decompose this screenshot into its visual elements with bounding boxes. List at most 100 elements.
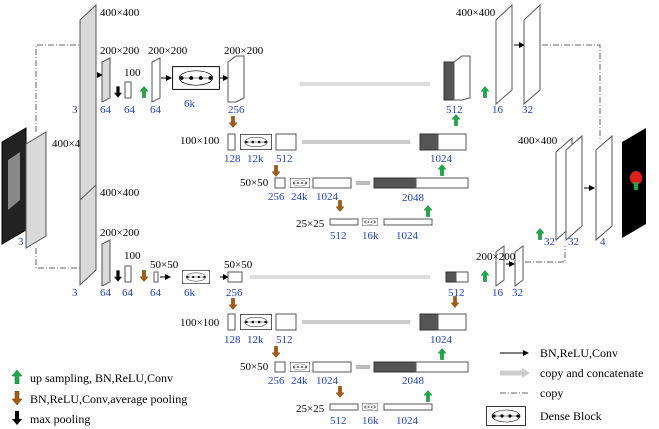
enc-top-size-100: 100 — [124, 67, 141, 79]
legend-up-icon — [12, 370, 22, 384]
dense-block-top-2 — [240, 133, 272, 151]
up-arrow-top-dec-1 — [424, 205, 432, 217]
up-arrow-top-dec-4 — [481, 86, 489, 98]
dense-block-top-4 — [362, 218, 378, 226]
dec-bot-panel-32 — [514, 245, 524, 287]
enc-top-ch-512: 512 — [276, 153, 293, 165]
dec-top-panel-32 — [523, 3, 541, 106]
enc-top-ch-24k: 24k — [291, 191, 308, 203]
down-arrow-top-1 — [229, 116, 237, 128]
enc-bot-block-128 — [227, 313, 236, 331]
dec-bot-size-200: 200×200 — [476, 251, 516, 263]
dense-block-bot-3 — [290, 362, 310, 372]
enc-bot-size-50c: 50×50 — [240, 361, 269, 373]
enc-top-ch-16k: 16k — [362, 230, 379, 242]
enc-top-ch-128: 128 — [224, 153, 241, 165]
legend-copycat-label: copy and concatenate — [540, 366, 643, 380]
dense-block-bot-2 — [240, 313, 272, 331]
down-arrow-top-2 — [272, 165, 280, 177]
dec-bot-ch-16: 16 — [492, 287, 504, 299]
up-arrow-bot-dec-1 — [424, 390, 432, 402]
enc-top-block-256b — [274, 177, 286, 189]
enc-bot-size-100x100: 100×100 — [180, 317, 220, 329]
enc-top-size-25: 25×25 — [296, 218, 325, 230]
up-arrow-top-enc — [140, 86, 148, 98]
enc-bot-size-400: 400×400 — [100, 187, 140, 199]
legend-conv-label: BN,ReLU,Conv — [540, 346, 618, 360]
enc-bot-ch-64c: 64 — [150, 287, 162, 299]
enc-bot-block-1024b — [383, 403, 433, 411]
copy-line-bot-right — [525, 246, 566, 263]
enc-bot-ch-512: 512 — [276, 334, 293, 346]
dec-bot-ch-512: 512 — [448, 287, 465, 299]
up-arrow-bot-dec-4 — [481, 270, 489, 282]
copy-line-top-right — [542, 44, 601, 140]
enc-top-ch-1024: 1024 — [316, 191, 339, 203]
copy-line-top — [35, 44, 80, 132]
enc-bot-ch-24k: 24k — [291, 375, 308, 387]
legend-dense-icon — [485, 406, 527, 426]
enc-top-ch-64b: 64 — [124, 104, 136, 116]
enc-bot-ch-512c: 512 — [330, 415, 347, 427]
output-segmentation — [622, 128, 646, 238]
enc-bot-block-64c — [153, 271, 159, 283]
dec-top-ch-1024: 1024 — [430, 153, 453, 165]
enc-bot-block-256b — [274, 361, 286, 373]
enc-bot-ch-6k: 6k — [184, 287, 196, 299]
fusion-ch-32a: 32 — [544, 236, 555, 248]
dec-bot-block-1024-dark — [419, 313, 439, 331]
enc-bot-block-512c — [329, 403, 359, 411]
enc-top-ch-512c: 512 — [330, 230, 347, 242]
enc-top-ch-1024b: 1024 — [396, 230, 419, 242]
enc-bot-ch-64a: 64 — [100, 287, 112, 299]
dec-bot-ch-1024: 1024 — [430, 334, 453, 346]
dec-bot-block-512 — [455, 271, 469, 283]
enc-top-block-512c — [329, 218, 359, 226]
input-channels-label: 3 — [18, 236, 24, 248]
input-panel — [25, 131, 47, 249]
enc-top-ch-64c: 64 — [150, 104, 162, 116]
enc-bot-block-64a — [101, 239, 111, 287]
enc-top-block-64c — [151, 57, 161, 103]
enc-top-block-64a — [101, 57, 111, 103]
dec-top-ch-512: 512 — [446, 104, 463, 116]
down-arrow-bot-enc — [140, 270, 148, 282]
fusion-panel-32b — [565, 134, 583, 242]
enc-bot-ch-3: 3 — [72, 287, 78, 299]
enc-top-size-200b: 200×200 — [148, 45, 188, 57]
down-arrow-bot-1 — [229, 298, 237, 310]
enc-top-size-100x100: 100×100 — [180, 135, 220, 147]
dec-top-block-2048-dark — [373, 177, 417, 189]
dec-bot-block-2048-dark — [373, 361, 417, 373]
fusion-ch-4: 4 — [600, 236, 606, 248]
fusion-panel-4 — [595, 134, 613, 242]
legend-pool-icon — [12, 411, 22, 425]
fusion-size-400: 400×400 — [518, 135, 558, 147]
down-arrow-bot-3 — [336, 386, 344, 398]
dec-top-block-2048 — [415, 177, 469, 189]
up-arrow-top-dec-3 — [452, 114, 460, 126]
dec-bot-ch-32: 32 — [512, 287, 523, 299]
enc-top-ch-64a: 64 — [100, 104, 112, 116]
dense-block-top-1 — [172, 65, 220, 91]
dec-top-panel-16 — [495, 3, 513, 106]
enc-bot-block-1024 — [312, 361, 352, 373]
enc-top-block-64b — [124, 81, 132, 99]
enc-bot-size-50b: 50×50 — [224, 259, 253, 271]
enc-bot-block-512 — [275, 313, 297, 331]
dense-block-top-3 — [290, 178, 310, 188]
dec-bot-panel-16 — [495, 245, 505, 287]
enc-top-size-50: 50×50 — [240, 177, 269, 189]
dec-top-ch-2048: 2048 — [402, 192, 425, 204]
enc-bot-block-256 — [227, 271, 243, 283]
dec-top-block-1024 — [437, 133, 467, 151]
enc-top-block-128 — [227, 133, 236, 151]
enc-top-ch-256b: 256 — [268, 191, 285, 203]
legend-down-label: BN,ReLU,Conv,average pooling — [30, 392, 187, 406]
enc-bot-ch-128: 128 — [224, 334, 241, 346]
maxpool-arrow-top — [114, 86, 122, 98]
enc-bot-ch-256b: 256 — [268, 375, 285, 387]
enc-bot-ch-256: 256 — [226, 287, 243, 299]
legend-up-label: up sampling, BN,ReLU,Conv — [30, 371, 173, 385]
enc-bot-size-100: 100 — [124, 250, 141, 262]
